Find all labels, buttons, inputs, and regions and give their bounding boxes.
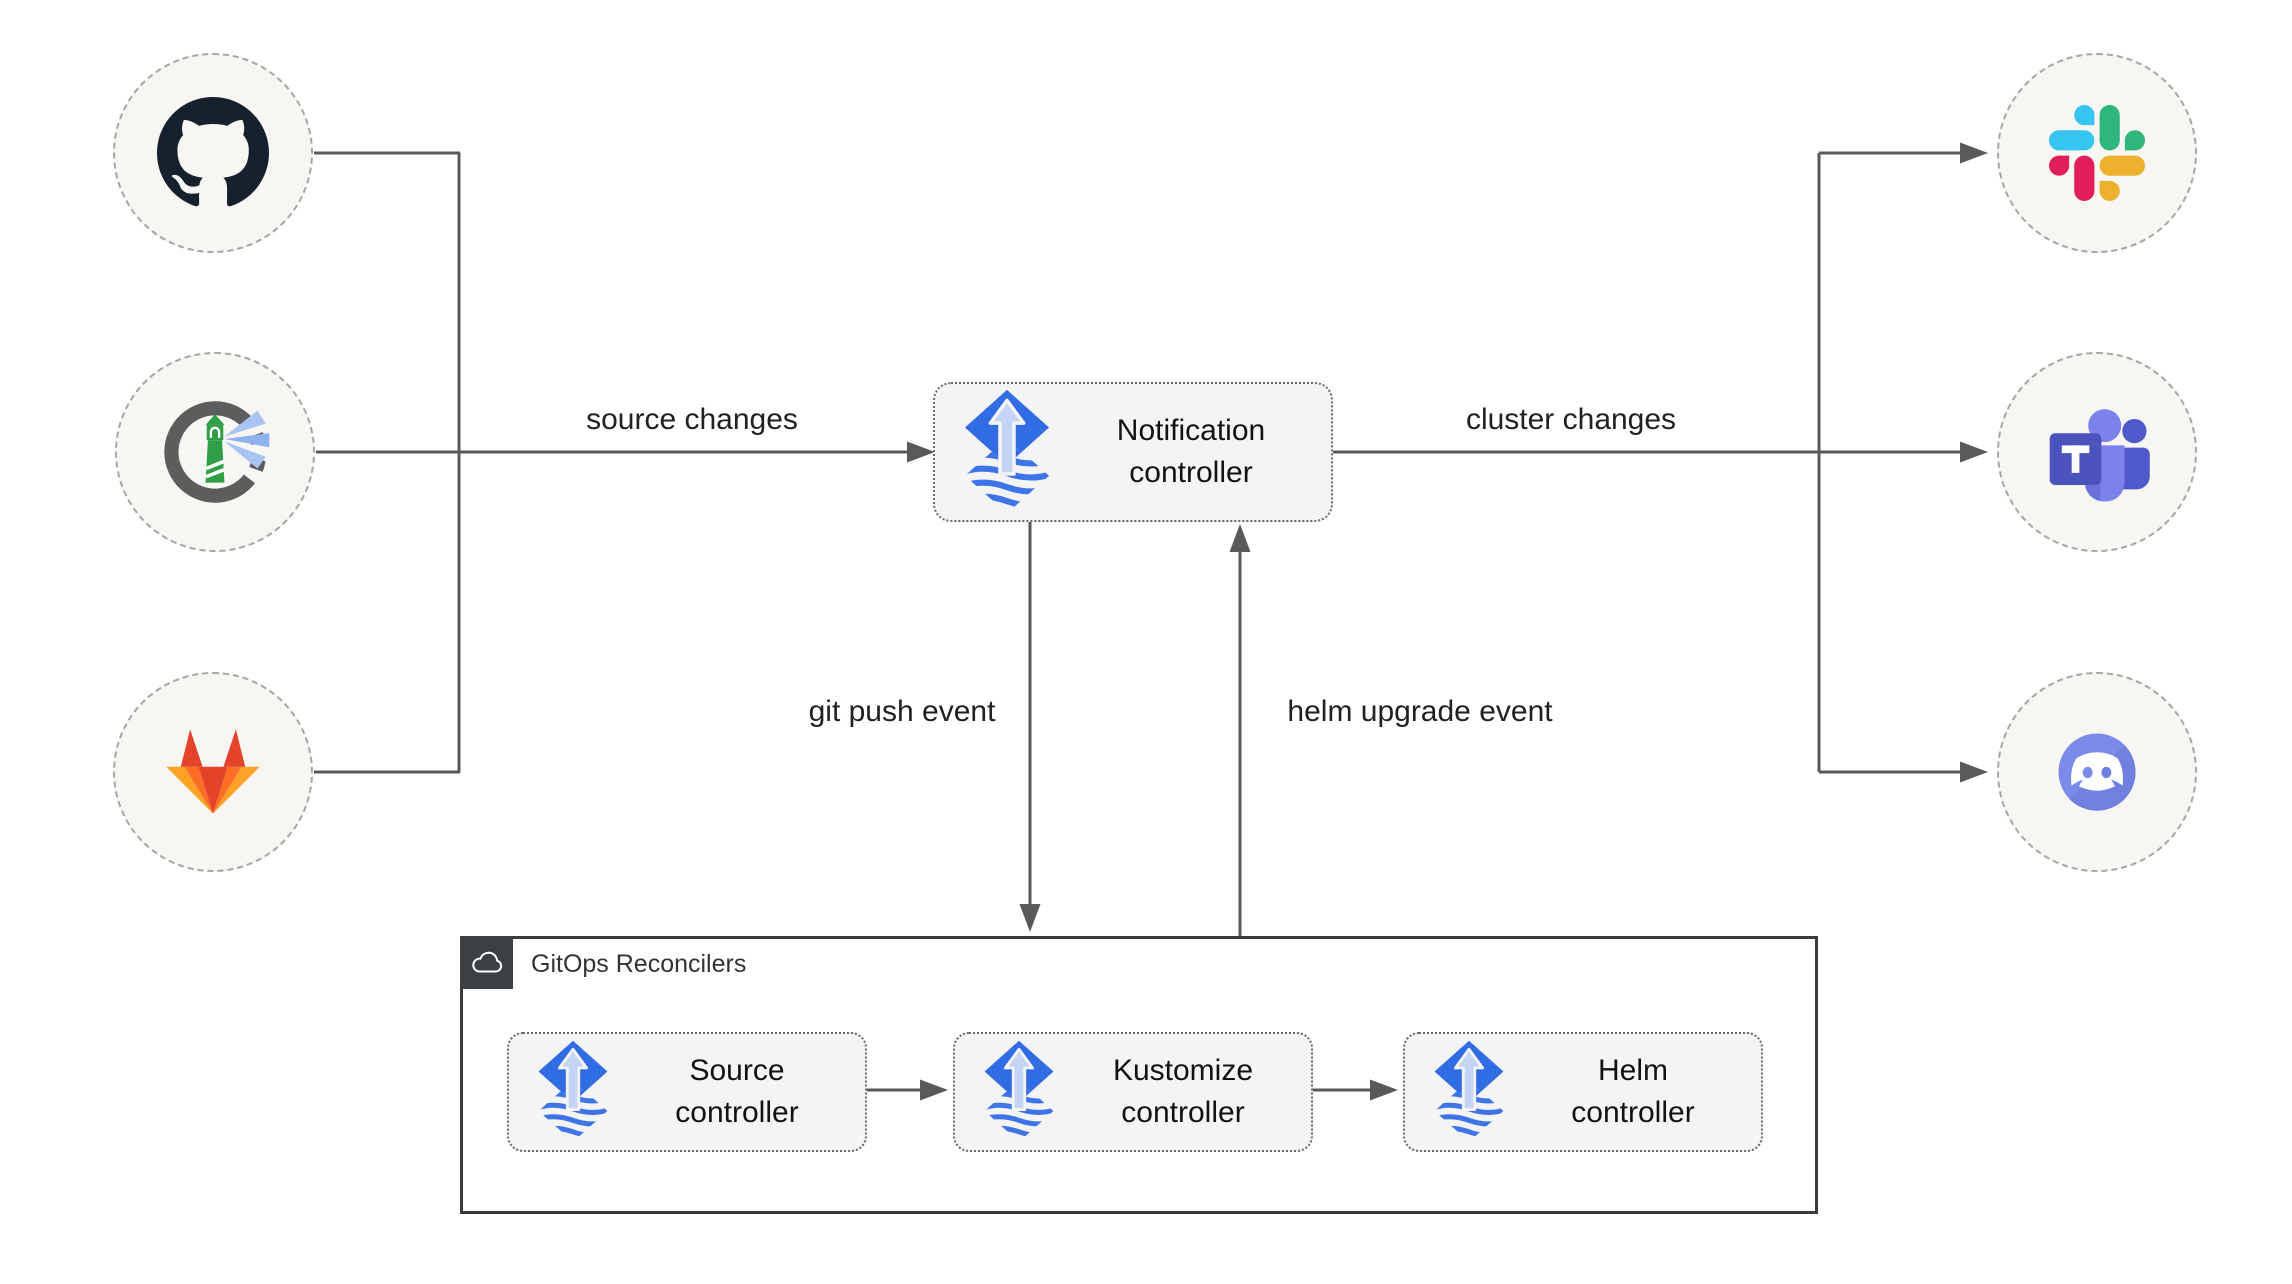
- flux-icon: [537, 1040, 609, 1144]
- teams-icon: [2049, 409, 2150, 502]
- cloud-icon: [471, 951, 502, 973]
- gitops-reconcilers-container: GitOps Reconcilers: [460, 936, 1818, 1214]
- notification-controller-label: Notification controller: [1051, 410, 1331, 494]
- node-gitlab: [113, 672, 313, 872]
- node-github: [113, 53, 313, 253]
- arrowhead-into-notification: [907, 441, 935, 463]
- helm-label-line2: controller: [1571, 1096, 1695, 1129]
- edge-label-git-push-event: git push event: [802, 695, 1002, 729]
- source-label-line2: controller: [675, 1096, 799, 1129]
- harbor-icon: [164, 401, 270, 503]
- node-notification-controller: Notification controller: [933, 382, 1333, 522]
- flux-icon: [963, 389, 1051, 516]
- edge-label-helm-upgrade-event: helm upgrade event: [1281, 695, 1559, 729]
- slack-icon: [2049, 105, 2145, 201]
- notification-label-line2: controller: [1129, 456, 1253, 489]
- arrowhead-into-kustomize: [920, 1079, 948, 1101]
- flux-icon: [983, 1040, 1055, 1144]
- edge-label-cluster-changes: cluster changes: [1459, 403, 1683, 437]
- github-icon: [157, 97, 269, 207]
- gitops-reconcilers-title: GitOps Reconcilers: [531, 950, 747, 978]
- edge-label-source-changes: source changes: [580, 403, 804, 437]
- kustomize-label-line1: Kustomize: [1112, 1054, 1254, 1087]
- helm-controller-label: Helm controller: [1505, 1050, 1761, 1134]
- kustomize-label-line2: controller: [1121, 1096, 1245, 1129]
- node-discord: [1997, 672, 2197, 872]
- source-controller-label: Source controller: [609, 1050, 865, 1134]
- discord-icon: [2058, 733, 2136, 811]
- node-kustomize-controller: Kustomize controller: [953, 1032, 1313, 1152]
- node-harbor: [115, 352, 315, 552]
- node-source-controller: Source controller: [507, 1032, 867, 1152]
- kustomize-controller-label: Kustomize controller: [1055, 1050, 1311, 1134]
- node-helm-controller: Helm controller: [1403, 1032, 1763, 1152]
- arrowhead-into-slack: [1960, 142, 1988, 164]
- arrowhead-into-reconcilers: [1019, 904, 1041, 932]
- arrowhead-into-helm: [1370, 1079, 1398, 1101]
- arrowhead-into-notification-up: [1229, 524, 1251, 552]
- helm-label-line1: Helm: [1597, 1054, 1668, 1087]
- source-label-line1: Source: [689, 1054, 785, 1087]
- arrowhead-into-teams: [1960, 441, 1988, 463]
- arrowhead-into-discord: [1960, 761, 1988, 783]
- node-teams: [1997, 352, 2197, 552]
- node-slack: [1997, 53, 2197, 253]
- notification-label-line1: Notification: [1116, 414, 1266, 447]
- gitlab-icon: [166, 729, 260, 814]
- container-badge: [460, 936, 513, 989]
- flux-icon: [1433, 1040, 1505, 1144]
